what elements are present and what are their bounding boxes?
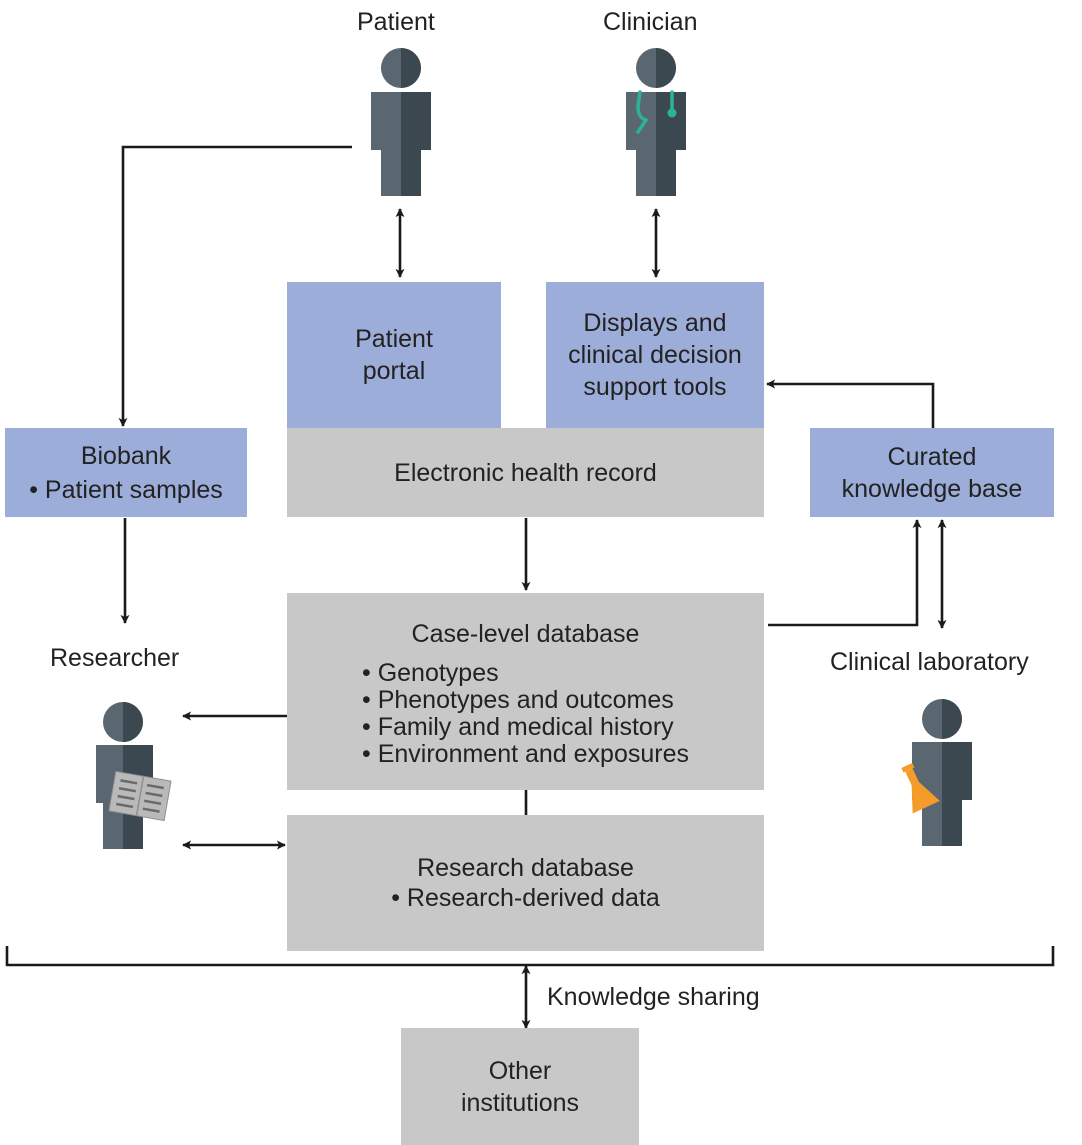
clinician-label: Clinician xyxy=(603,8,698,36)
case-db-item: Family and medical history xyxy=(362,714,689,741)
person-with-flask-icon xyxy=(901,699,972,846)
other-institutions-box: Other institutions xyxy=(401,1028,639,1145)
research-db-title: Research database xyxy=(417,854,634,882)
biobank-box: Biobank Patient samples xyxy=(5,428,247,517)
casedb-to-kb-connector xyxy=(768,519,922,627)
case-db-item: Genotypes xyxy=(362,660,689,687)
displays-label: Displays and clinical decision support t… xyxy=(568,309,742,401)
ehr-box: Electronic health record xyxy=(287,428,764,517)
patient-to-biobank-connector xyxy=(118,145,352,427)
research-db-box: Research database Research-derived data xyxy=(287,815,764,951)
patient-portal-box: Patient portal xyxy=(287,282,501,428)
patient-label: Patient xyxy=(357,8,435,36)
clinical-lab-person-icon xyxy=(901,699,972,846)
curated-kb-box: Curated knowledge base xyxy=(810,428,1054,517)
researcher-person-icon xyxy=(96,702,172,849)
person-icon xyxy=(371,48,431,196)
case-db-item: Environment and exposures xyxy=(362,741,689,768)
clinical-lab-label: Clinical laboratory xyxy=(830,648,1029,676)
person-with-document-icon xyxy=(96,702,172,849)
knowledge-sharing-label: Knowledge sharing xyxy=(547,983,760,1011)
case-db-title: Case-level database xyxy=(411,620,640,648)
patient-portal-label: Patient portal xyxy=(355,325,433,385)
displays-box: Displays and clinical decision support t… xyxy=(546,282,764,428)
biobank-title: Biobank xyxy=(80,441,172,470)
researcher-label: Researcher xyxy=(50,644,180,672)
other-institutions-label: Other institutions xyxy=(460,1056,580,1117)
kb-to-displays-connector xyxy=(766,379,935,428)
ehr-label: Electronic health record xyxy=(394,458,657,487)
case-db-list: Genotypes Phenotypes and outcomes Family… xyxy=(362,660,689,768)
institution-bracket xyxy=(5,946,1055,967)
curated-kb-label: Curated knowledge base xyxy=(841,442,1023,503)
case-db-item: Phenotypes and outcomes xyxy=(362,687,689,714)
research-db-item: Research-derived data xyxy=(391,883,660,913)
person-with-stethoscope-icon xyxy=(626,48,686,196)
case-db-box: Case-level database Genotypes Phenotypes… xyxy=(287,593,764,790)
biobank-item: Patient samples xyxy=(29,473,223,507)
clinician-person-icon xyxy=(626,48,686,196)
patient-person-icon xyxy=(371,48,431,196)
